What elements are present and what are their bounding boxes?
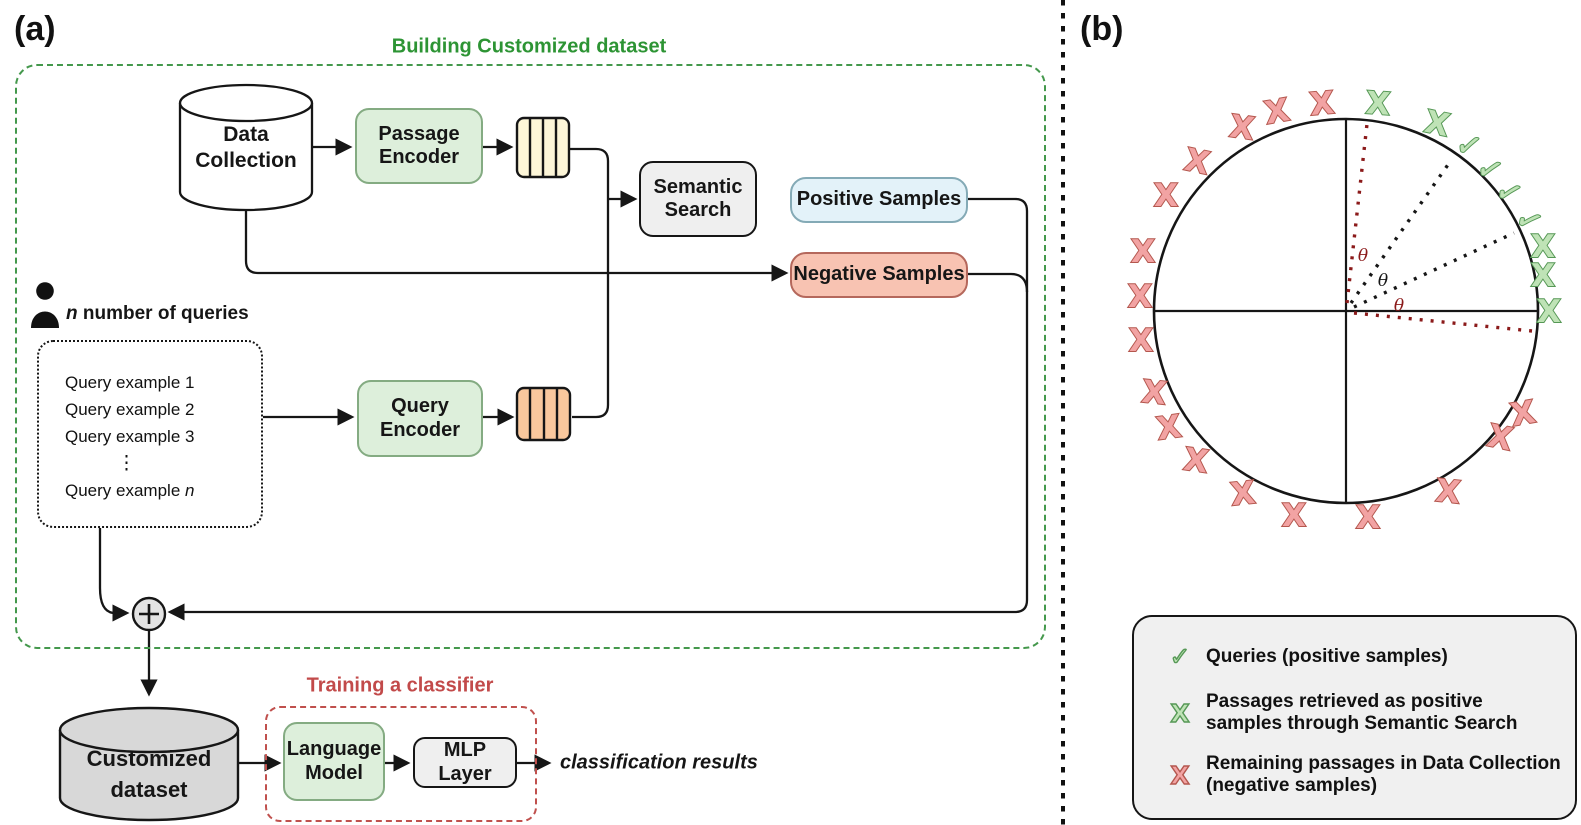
dotted-ray xyxy=(1345,123,1369,304)
semantic-search-node: Semantic Search xyxy=(639,161,757,237)
positive-samples-node: Positive Samples xyxy=(790,177,968,223)
passage-embedding-bars xyxy=(515,116,571,179)
theta-label: θ xyxy=(1378,271,1388,291)
merge-plus-icon xyxy=(131,596,167,632)
red-x-mark: X xyxy=(1155,408,1184,447)
customized-dataset-label: Customized dataset xyxy=(86,746,212,802)
language-model-node: Language Model xyxy=(283,722,385,801)
red-x-mark: X xyxy=(1228,109,1257,148)
user-icon xyxy=(31,282,59,328)
red-x-mark: X xyxy=(1154,178,1178,214)
check-green-icon: ✓ xyxy=(1169,642,1191,671)
red-x-mark: X xyxy=(1140,374,1168,412)
query-example-item: ⋮ xyxy=(117,453,136,474)
red-x-mark: X xyxy=(1129,323,1153,359)
legend-box: ✓ Queries (positive samples) X Passages ret… xyxy=(1132,615,1577,820)
query-example-item: Query example 2 xyxy=(65,400,195,419)
red-x-mark: X xyxy=(1182,442,1211,481)
legend-item-text: Passages retrieved as positive samples t… xyxy=(1206,691,1518,734)
red-x-mark: X xyxy=(1434,473,1462,511)
green-x-mark: X xyxy=(1537,294,1561,330)
green-x-mark: X xyxy=(1365,85,1391,123)
query-example-item: Query example 3 xyxy=(65,427,195,446)
green-x-mark: X xyxy=(1531,258,1555,294)
query-example-item: Query example n xyxy=(65,481,195,500)
training-classifier-title: Training a classifier xyxy=(306,674,494,697)
theta-label: θ xyxy=(1358,246,1368,266)
legend-item: ✓ Queries (positive samples) xyxy=(1162,642,1561,671)
negative-samples-node: Negative Samples xyxy=(790,252,968,298)
query-example-item: Query example 1 xyxy=(65,373,195,392)
data-collection-cylinder xyxy=(178,83,314,212)
query-examples-box: Query example 1 Query example 2 Query exam… xyxy=(37,340,263,528)
query-encoder-node: Query Encoder xyxy=(357,380,483,457)
mlp-layer-node: MLP Layer xyxy=(413,737,517,788)
red-x-mark: X xyxy=(1262,92,1292,132)
dotted-ray xyxy=(1353,311,1533,333)
n-queries-label: n number of queries xyxy=(66,303,249,324)
red-x-mark: X xyxy=(1309,85,1336,123)
red-x-mark: X xyxy=(1508,394,1538,434)
legend-item: X Remaining passages in Data Collection (… xyxy=(1162,753,1561,797)
x-green-icon: X xyxy=(1170,698,1191,728)
building-dataset-region xyxy=(15,64,1046,649)
training-classifier-region xyxy=(265,706,537,822)
legend-item-text: Remaining passages in Data Collection (n… xyxy=(1206,753,1561,796)
classification-results-label: classification results xyxy=(560,751,758,774)
legend-item: X Passages retrieved as positive samples … xyxy=(1162,691,1561,735)
red-x-mark: X xyxy=(1282,498,1306,534)
x-red-icon: X xyxy=(1170,760,1191,790)
panel-a-label: (a) xyxy=(14,10,56,48)
theta-label: θ xyxy=(1394,296,1404,316)
green-x-mark: X xyxy=(1422,104,1453,144)
legend-item-text: Queries (positive samples) xyxy=(1206,645,1448,667)
red-x-mark: X xyxy=(1229,475,1257,513)
theta-labels: θθθ xyxy=(1358,246,1404,316)
panel-b-label: (b) xyxy=(1080,10,1124,48)
query-embedding-bars xyxy=(515,386,572,442)
green-x-mark: X xyxy=(1531,229,1555,265)
customized-dataset-cylinder xyxy=(58,706,240,822)
data-collection-label: Data Collection xyxy=(195,122,297,172)
building-dataset-title: Building Customized dataset xyxy=(391,35,667,58)
red-x-mark: X xyxy=(1356,500,1380,536)
angle-rays xyxy=(1345,123,1533,333)
connector-arrows xyxy=(98,138,1029,772)
red-x-mark: X xyxy=(1131,234,1155,270)
red-x-mark: X xyxy=(1128,279,1152,315)
dotted-ray xyxy=(1353,231,1515,309)
passage-encoder-node: Passage Encoder xyxy=(355,108,483,184)
